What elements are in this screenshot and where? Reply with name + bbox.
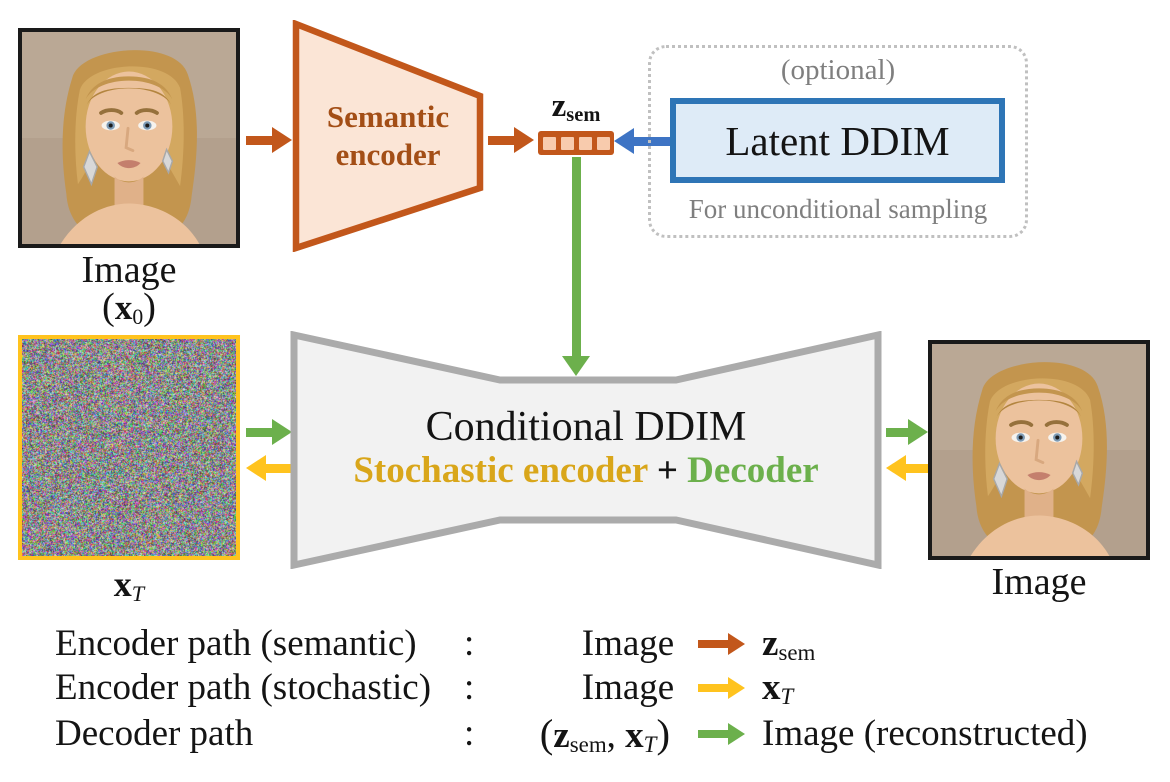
tuple-close-paren: ) xyxy=(656,711,670,756)
semantic-encoder-line2: encoder xyxy=(335,136,440,174)
arrow-ddim-to-xT-icon xyxy=(246,455,292,481)
legend-target-zsem: zsem xyxy=(762,622,815,670)
zsem-label: zsem xyxy=(508,90,644,123)
xT-label: xT xyxy=(18,566,240,602)
arrow-shaft xyxy=(886,428,908,437)
noise-image-xT xyxy=(18,335,240,560)
legend-label: Encoder path (stochastic) xyxy=(55,666,431,710)
arrow-ddim-to-output-icon xyxy=(886,419,928,445)
legend-row-semantic: Encoder path (semantic) : Image zsem xyxy=(0,622,1170,666)
arrow-head xyxy=(728,633,745,655)
reconstructed-portrait-photo xyxy=(932,344,1146,556)
input-image-photo xyxy=(18,28,240,248)
arrow-xT-to-ddim-icon xyxy=(246,419,292,445)
zsem-cell xyxy=(579,137,592,150)
legend-label: Decoder path xyxy=(55,712,253,756)
arrow-head xyxy=(272,419,292,445)
legend-source: Image xyxy=(548,666,708,710)
arrow-image-to-semantic-encoder-icon xyxy=(246,127,292,153)
legend-target-reconstructed: Image (reconstructed) xyxy=(762,712,1088,756)
arrow-shaft xyxy=(572,157,581,356)
arrow-shaft xyxy=(488,136,514,145)
tuple-open-paren: ( xyxy=(540,711,554,756)
x0-base: x xyxy=(115,288,133,327)
xT-subscript: T xyxy=(781,684,794,709)
arrow-shaft xyxy=(246,428,272,437)
input-image-symbol: (x0) xyxy=(18,288,240,327)
legend-row-stochastic: Encoder path (stochastic) : Image xT xyxy=(0,666,1170,710)
legend-gold-arrow-icon xyxy=(698,677,745,699)
legend-orange-arrow-icon xyxy=(698,633,745,655)
arrow-shaft xyxy=(698,684,728,692)
noise-canvas xyxy=(22,339,236,556)
legend-label: Encoder path (semantic) xyxy=(55,622,417,666)
arrow-head xyxy=(614,128,634,154)
xT-base: x xyxy=(625,715,644,756)
zsem-subscript: sem xyxy=(778,640,815,665)
conditional-ddim-subtitle: Stochastic encoder + Decoder xyxy=(290,452,882,489)
xT-base: x xyxy=(114,564,132,604)
legend-colon: : xyxy=(464,666,474,710)
legend-green-arrow-icon xyxy=(698,723,745,745)
legend-target-xT: xT xyxy=(762,666,793,714)
legend-source: Image xyxy=(548,622,708,666)
conditional-ddim-title: Conditional DDIM xyxy=(290,406,882,448)
zsem-vector-chip xyxy=(538,131,614,155)
arrow-head xyxy=(272,127,292,153)
unconditional-sampling-caption: For unconditional sampling xyxy=(648,196,1028,223)
plus-sign: + xyxy=(657,450,678,491)
xT-subscript: T xyxy=(644,732,657,757)
zsem-subscript: sem xyxy=(570,732,607,757)
semantic-encoder-label: Semantic encoder xyxy=(292,20,484,252)
arrow-head xyxy=(514,127,534,153)
semantic-encoder-line1: Semantic xyxy=(327,98,449,136)
input-image-caption: Image xyxy=(18,251,240,289)
arrow-shaft xyxy=(698,640,728,648)
arrow-head xyxy=(728,723,745,745)
legend-source-tuple: (zsem, xT) xyxy=(455,712,670,762)
arrow-output-to-ddim-icon xyxy=(886,455,928,481)
x0-open-paren: ( xyxy=(102,286,115,328)
xT-base: x xyxy=(762,667,781,708)
arrow-shaft xyxy=(266,464,292,473)
legend-colon: : xyxy=(464,622,474,666)
tuple-comma: , xyxy=(607,715,626,756)
zsem-subscript: sem xyxy=(566,104,600,126)
x0-close-paren: ) xyxy=(143,286,156,328)
zsem-base: z xyxy=(762,623,778,664)
decoder-label: Decoder xyxy=(687,450,819,491)
arrow-head xyxy=(886,455,906,481)
zsem-base: z xyxy=(552,88,567,124)
arrow-head xyxy=(728,677,745,699)
x0-subscript: 0 xyxy=(132,305,143,329)
stochastic-encoder-label: Stochastic encoder xyxy=(353,450,647,491)
arrow-shaft xyxy=(698,730,728,738)
zsem-cell xyxy=(561,137,574,150)
latent-ddim-label: Latent DDIM xyxy=(725,117,949,165)
zsem-cell xyxy=(543,137,556,150)
optional-label: (optional) xyxy=(648,56,1028,85)
zsem-cell xyxy=(597,137,610,150)
output-image-photo xyxy=(928,340,1150,560)
arrow-semantic-encoder-to-zsem-icon xyxy=(488,127,534,153)
zsem-base: z xyxy=(553,715,569,756)
legend-row-decoder: Decoder path : (zsem, xT) Image (reconst… xyxy=(0,712,1170,756)
arrow-head xyxy=(908,419,928,445)
arrow-shaft xyxy=(906,464,928,473)
output-image-caption: Image xyxy=(928,563,1150,601)
xT-subscript: T xyxy=(132,581,144,606)
latent-ddim-box: Latent DDIM xyxy=(670,98,1005,183)
portrait-photo xyxy=(22,32,236,244)
arrow-head xyxy=(246,455,266,481)
arrow-shaft xyxy=(246,136,272,145)
